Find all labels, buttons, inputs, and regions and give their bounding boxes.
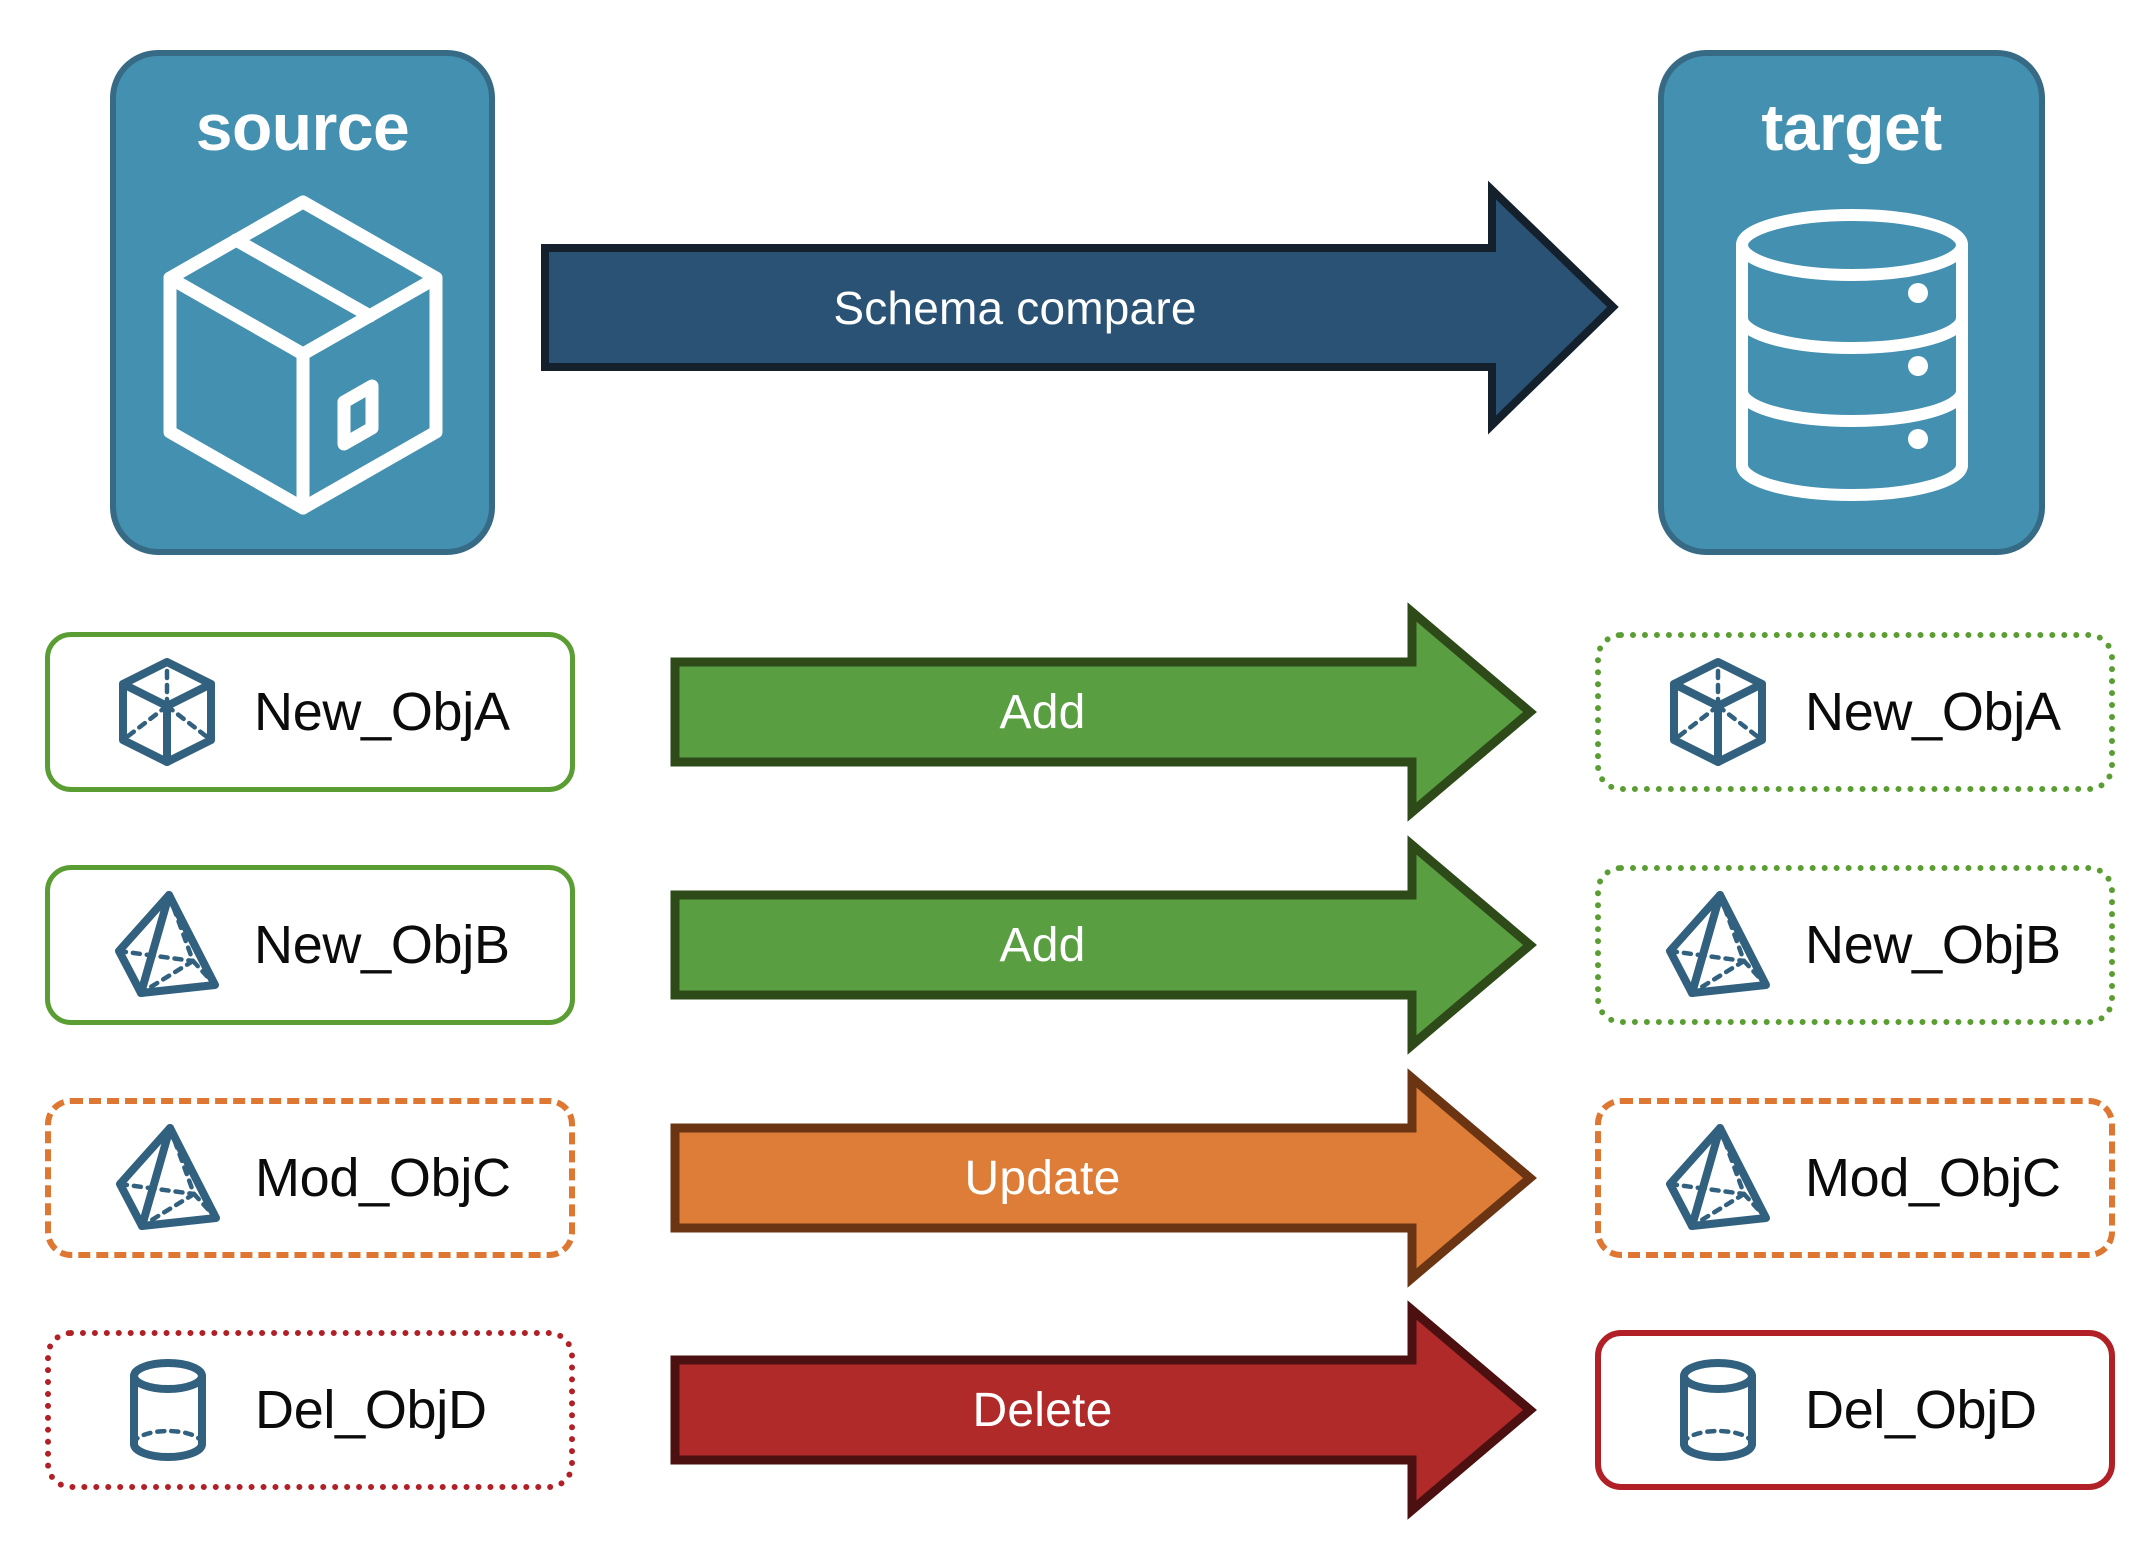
delete-arrow-label: Delete: [972, 1383, 1113, 1437]
target-panel: target: [1658, 50, 2045, 555]
source-object-label: Mod_ObjC: [255, 1148, 511, 1208]
update-arrow: Update: [670, 1068, 1537, 1288]
target-object-label: New_ObjB: [1805, 915, 2061, 975]
schema-compare-label: Schema compare: [833, 281, 1197, 334]
target-object-label: New_ObjA: [1805, 682, 2061, 742]
source-title: source: [195, 90, 410, 164]
wireframe-pyramid-icon: [109, 1119, 227, 1237]
add-arrow: Add: [670, 835, 1537, 1055]
database-cylinder-icon: [1664, 160, 2039, 549]
target-object-label: Mod_ObjC: [1805, 1148, 2061, 1208]
source-object-label: Del_ObjD: [255, 1380, 487, 1440]
wireframe-cube-icon: [1659, 653, 1777, 771]
diff-row: New_ObjB Add Ne: [0, 835, 2150, 1055]
wireframe-pyramid-icon: [108, 886, 226, 1004]
source-object-label: New_ObjA: [254, 682, 510, 742]
source-object-box[interactable]: New_ObjA: [45, 632, 575, 792]
target-object-box[interactable]: New_ObjA: [1595, 632, 2115, 792]
update-arrow-label: Update: [964, 1151, 1121, 1205]
target-object-box[interactable]: Mod_ObjC: [1595, 1098, 2115, 1258]
wireframe-pyramid-icon: [1659, 886, 1777, 1004]
target-object-box[interactable]: New_ObjB: [1595, 865, 2115, 1025]
diff-row: Mod_ObjC Update: [0, 1068, 2150, 1288]
wireframe-cube-icon: [108, 653, 226, 771]
source-object-box[interactable]: Mod_ObjC: [45, 1098, 575, 1258]
wireframe-cylinder-icon: [1659, 1351, 1777, 1469]
target-title: target: [1761, 90, 1942, 164]
schema-compare-arrow: Schema compare: [541, 180, 1620, 435]
source-object-box[interactable]: New_ObjB: [45, 865, 575, 1025]
add-arrow-label: Add: [999, 685, 1086, 739]
target-object-box[interactable]: Del_ObjD: [1595, 1330, 2115, 1490]
delete-arrow: Delete: [670, 1300, 1537, 1520]
package-box-icon: [116, 160, 489, 549]
source-object-label: New_ObjB: [254, 915, 510, 975]
wireframe-pyramid-icon: [1659, 1119, 1777, 1237]
diff-row: New_ObjA Add New_: [0, 602, 2150, 822]
wireframe-cylinder-icon: [109, 1351, 227, 1469]
add-arrow-label: Add: [999, 918, 1086, 972]
target-object-label: Del_ObjD: [1805, 1380, 2037, 1440]
source-object-box[interactable]: Del_ObjD: [45, 1330, 575, 1490]
diff-row: Del_ObjD Delete Del_ObjD: [0, 1300, 2150, 1520]
source-panel: source: [110, 50, 495, 555]
add-arrow: Add: [670, 602, 1537, 822]
